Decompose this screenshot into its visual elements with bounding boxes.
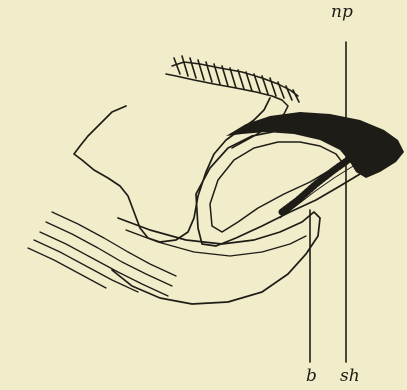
label-np: np: [331, 4, 353, 21]
label-b: b: [306, 368, 317, 385]
label-sh: sh: [340, 368, 360, 385]
